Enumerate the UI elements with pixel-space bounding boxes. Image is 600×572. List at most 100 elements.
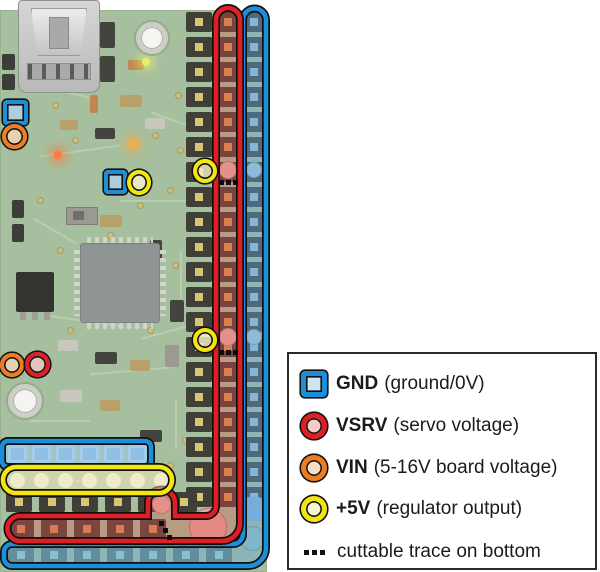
gnd-square-icon [301,371,327,397]
gnd-pin [74,546,100,564]
pin-contact [250,293,258,301]
pin-contact [195,218,203,226]
legend-row-vin: VIN (5-16V board voltage) [301,454,557,482]
microcontroller-chip [74,237,166,329]
pin-contact [195,118,203,126]
signal-pin [6,492,32,512]
smd-component [60,390,82,402]
cuttable-trace-dot [163,528,168,533]
vsrv-pin [218,137,238,157]
pin-contact [224,193,232,201]
signal-pin [171,492,197,512]
via-pad [37,197,44,204]
vsrv-pin [218,212,238,232]
v5-block-pad [8,471,27,490]
legend-desc-v5: (regulator output) [376,498,523,519]
v5-block-pad [152,471,171,490]
servo-controller-board [0,0,267,572]
v5-pin-marker [193,328,217,352]
pin-contact [48,498,56,506]
pin-contact [195,318,203,326]
legend-label-vin: VIN [336,457,368,478]
smd-component [100,215,122,227]
gnd-pin [140,546,166,564]
vsrv-pin [218,62,238,82]
gnd-pin [244,437,264,457]
signal-pin [105,492,131,512]
gnd-power-pad [237,497,262,521]
vsrv-via [152,495,171,514]
via-pad [175,92,182,99]
pin-contact [224,493,232,501]
smd-component [100,56,115,82]
vsrv-power-pad [189,508,227,546]
pin-contact [195,43,203,51]
gnd-block-pad [104,445,123,463]
vsrv-pin [218,12,238,32]
smd-component [165,345,179,367]
via-pad [172,262,179,269]
pin-contact [224,293,232,301]
pin-contact [149,524,157,533]
plus5v-circle-icon [301,496,327,522]
pin-contact [250,393,258,401]
signal-pin [186,112,212,132]
gnd-pin [244,412,264,432]
pin-contact [224,93,232,101]
legend-label-v5: +5V [336,498,371,519]
vsrv-pin [218,37,238,57]
mini-usb-connector [18,0,100,93]
pin-contact [195,243,203,251]
gnd-pin [244,112,264,132]
pin-contact [195,293,203,301]
pin-contact [224,118,232,126]
pin-contact [149,551,157,559]
pin-contact [195,193,203,201]
v5-pin-marker [127,170,151,195]
smd-component [12,224,24,242]
smd-component [140,430,162,442]
via-pad [67,327,74,334]
v5-block-pad [104,471,123,490]
pin-contact [250,243,258,251]
pin-contact [224,468,232,476]
vsrv-pin [218,387,238,407]
gnd-pin [206,546,232,564]
pin-contact [224,143,232,151]
legend-desc-gnd: (ground/0V) [384,373,485,394]
gnd-block-pad [8,445,27,463]
legend-desc-vin: (5-16V board voltage) [373,457,558,478]
pin-contact [250,143,258,151]
cuttable-trace-dot [167,535,172,540]
pin-contact [250,443,258,451]
signal-pin [186,237,212,257]
legend-desc-cuttable: cuttable trace on bottom [337,541,541,562]
usb-tongue [49,17,69,49]
pin-contact [116,551,124,559]
pin-contact [83,524,91,533]
v5-block-pad [56,471,75,490]
pin-contact [50,524,58,533]
power-switch [66,207,98,225]
mounting-hole-bottom [8,384,42,418]
via-pad [177,147,184,154]
via-pad [152,132,159,139]
gnd-pin [244,137,264,157]
gnd-pin-marker [3,100,28,125]
pin-contact [250,418,258,426]
gnd-via [246,329,262,345]
smd-component [100,400,120,411]
pin-contact [224,418,232,426]
chip-pins-left [74,250,80,316]
pcb-trace [120,200,190,202]
vsrv-circle-icon [301,413,327,439]
signal-pin [186,37,212,57]
pin-contact [195,368,203,376]
pin-contact [224,218,232,226]
cuttable-trace-dot [233,180,238,185]
pin-contact [114,498,122,506]
vin-pin-marker [2,124,27,149]
pin-contact [250,43,258,51]
led-indicator [129,140,137,148]
